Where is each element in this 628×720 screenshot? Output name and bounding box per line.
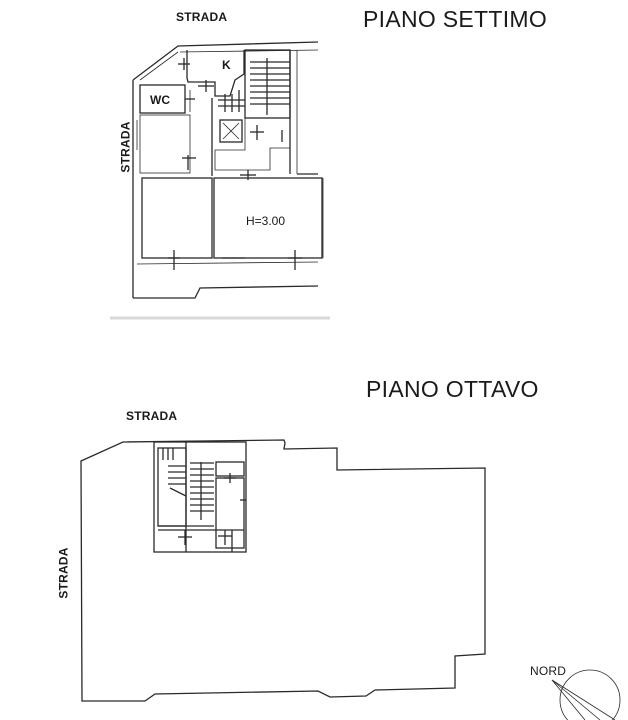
room-label-kitchen: K xyxy=(222,58,231,72)
plan-piano-ottavo xyxy=(80,439,486,702)
floor-title-ottavo: PIANO OTTAVO xyxy=(366,376,539,402)
street-label-top-ottavo: STRADA xyxy=(126,409,178,423)
room-label-wc: WC xyxy=(150,93,170,107)
floor-title-settimo: PIANO SETTIMO xyxy=(363,6,548,32)
plan-piano-settimo xyxy=(132,41,324,299)
north-compass-drawing xyxy=(551,669,621,720)
street-label-top-settimo: STRADA xyxy=(176,10,228,24)
street-label-side-ottavo: STRADA xyxy=(56,547,71,599)
compass-label-nord: NORD xyxy=(530,664,567,678)
street-label-side-settimo: STRADA xyxy=(118,121,133,173)
room-height-label: H=3.00 xyxy=(246,214,286,228)
